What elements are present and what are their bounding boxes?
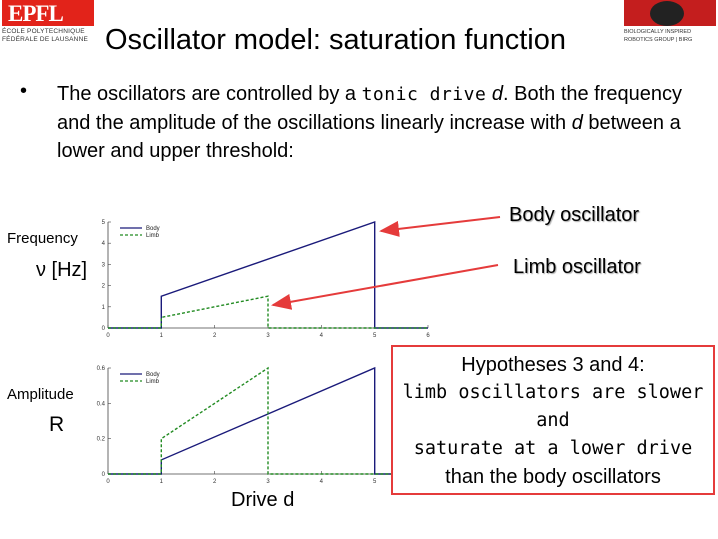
epfl-logo-line2: FÉDÉRALE DE LAUSANNE: [2, 36, 88, 43]
chart-2-legend-label-limb: Limb: [146, 379, 160, 385]
chart-1-x-tick-label: 1: [160, 333, 164, 339]
birg-robot-icon: [650, 1, 684, 26]
frequency-label: Frequency: [7, 230, 78, 247]
hypothesis-line-1: Hypotheses 3 and 4:: [461, 354, 645, 376]
bullet-text-3: between a lower and upper threshold:: [57, 112, 681, 162]
birg-logo-line1: BIOLOGICALLY INSPIRED: [624, 29, 692, 35]
hypothesis-line-4: saturate at a lower drive: [413, 438, 693, 459]
body-oscillator-arrow: [379, 216, 501, 237]
birg-logo: BIOLOGICALLY INSPIRED ROBOTICS GROUP | B…: [624, 0, 716, 46]
limb-oscillator-arrow: [271, 264, 499, 310]
chart-1-x-tick-label: 3: [266, 333, 270, 339]
hypothesis-line-3: and: [536, 410, 570, 431]
epfl-logo: EPFL ÉCOLE POLYTECHNIQUE FÉDÉRALE DE LAU…: [2, 0, 94, 46]
frequency-unit-label: ν [Hz]: [36, 259, 88, 281]
chart-2-y-tick-label: 0.2: [97, 437, 106, 443]
hypothesis-line-2: limb oscillators are slower: [402, 382, 704, 403]
bullet-text-2: . Both the frequency and the amplitude o…: [57, 83, 683, 134]
chart-1-x-tick-label: 2: [213, 333, 217, 339]
chart-2-x-tick-label: 4: [320, 479, 324, 485]
chart-1-legend-label-body: Body: [146, 226, 160, 232]
chart-1-y-tick-label: 5: [102, 220, 106, 226]
chart-1-x-tick-label: 0: [106, 333, 110, 339]
chart-1-series-limb: [108, 295, 428, 329]
chart-2-x-tick-label: 1: [160, 479, 164, 485]
chart-2-x-tick-label: 3: [266, 479, 270, 485]
chart-2-x-tick-label: 0: [106, 479, 110, 485]
epfl-logo-mark: EPFL: [2, 0, 94, 26]
bullet-drive-symbol-2: d: [571, 112, 583, 134]
chart-1-y-tick-label: 1: [102, 305, 106, 311]
chart-1-y-tick-label: 0: [102, 326, 106, 332]
chart-2-y-tick-label: 0.4: [97, 401, 106, 407]
birg-logo-line2: ROBOTICS GROUP | BIRG: [624, 37, 693, 43]
chart-2-x-tick-label: 5: [373, 479, 377, 485]
slide-title: Oscillator model: saturation function: [105, 24, 566, 56]
chart-2-legend-label-body: Body: [146, 372, 160, 378]
chart-1-y-tick-label: 4: [102, 241, 106, 247]
bullet-tonic-drive: tonic drive: [361, 84, 487, 105]
chart-1-y-tick-label: 2: [102, 284, 106, 290]
hypothesis-box: Hypotheses 3 and 4: limb oscillators are…: [391, 345, 715, 495]
chart-1-x-tick-label: 5: [373, 333, 377, 339]
birg-logo-mark: [624, 0, 716, 26]
bullet-paragraph: The oscillators are controlled by a toni…: [57, 80, 697, 165]
limb-oscillator-label: Limb oscillator: [513, 256, 641, 278]
chart-2-x-tick-label: 2: [213, 479, 217, 485]
chart-1-legend-label-limb: Limb: [146, 233, 160, 239]
amplitude-label: Amplitude: [7, 386, 74, 403]
bullet-marker: •: [20, 80, 28, 102]
amplitude-symbol-label: R: [49, 413, 65, 436]
bullet-text-1: The oscillators are controlled by a: [57, 83, 362, 105]
epfl-logo-line1: ÉCOLE POLYTECHNIQUE: [2, 28, 85, 35]
chart-1-x-tick-label: 4: [320, 333, 324, 339]
chart-2-y-tick-label: 0: [102, 472, 106, 478]
epfl-logo-letters: EPFL: [8, 1, 64, 26]
bullet-drive-symbol: d: [486, 83, 503, 105]
chart-1-x-tick-label: 6: [426, 333, 430, 339]
chart-2-series-limb: [108, 366, 428, 475]
chart-1-y-tick-label: 3: [102, 262, 106, 268]
body-oscillator-label: Body oscillator: [509, 204, 640, 226]
drive-axis-label: Drive d: [231, 489, 295, 511]
chart-2-y-tick-label: 0.6: [97, 366, 106, 372]
hypothesis-line-5: than the body oscillators: [445, 466, 661, 488]
